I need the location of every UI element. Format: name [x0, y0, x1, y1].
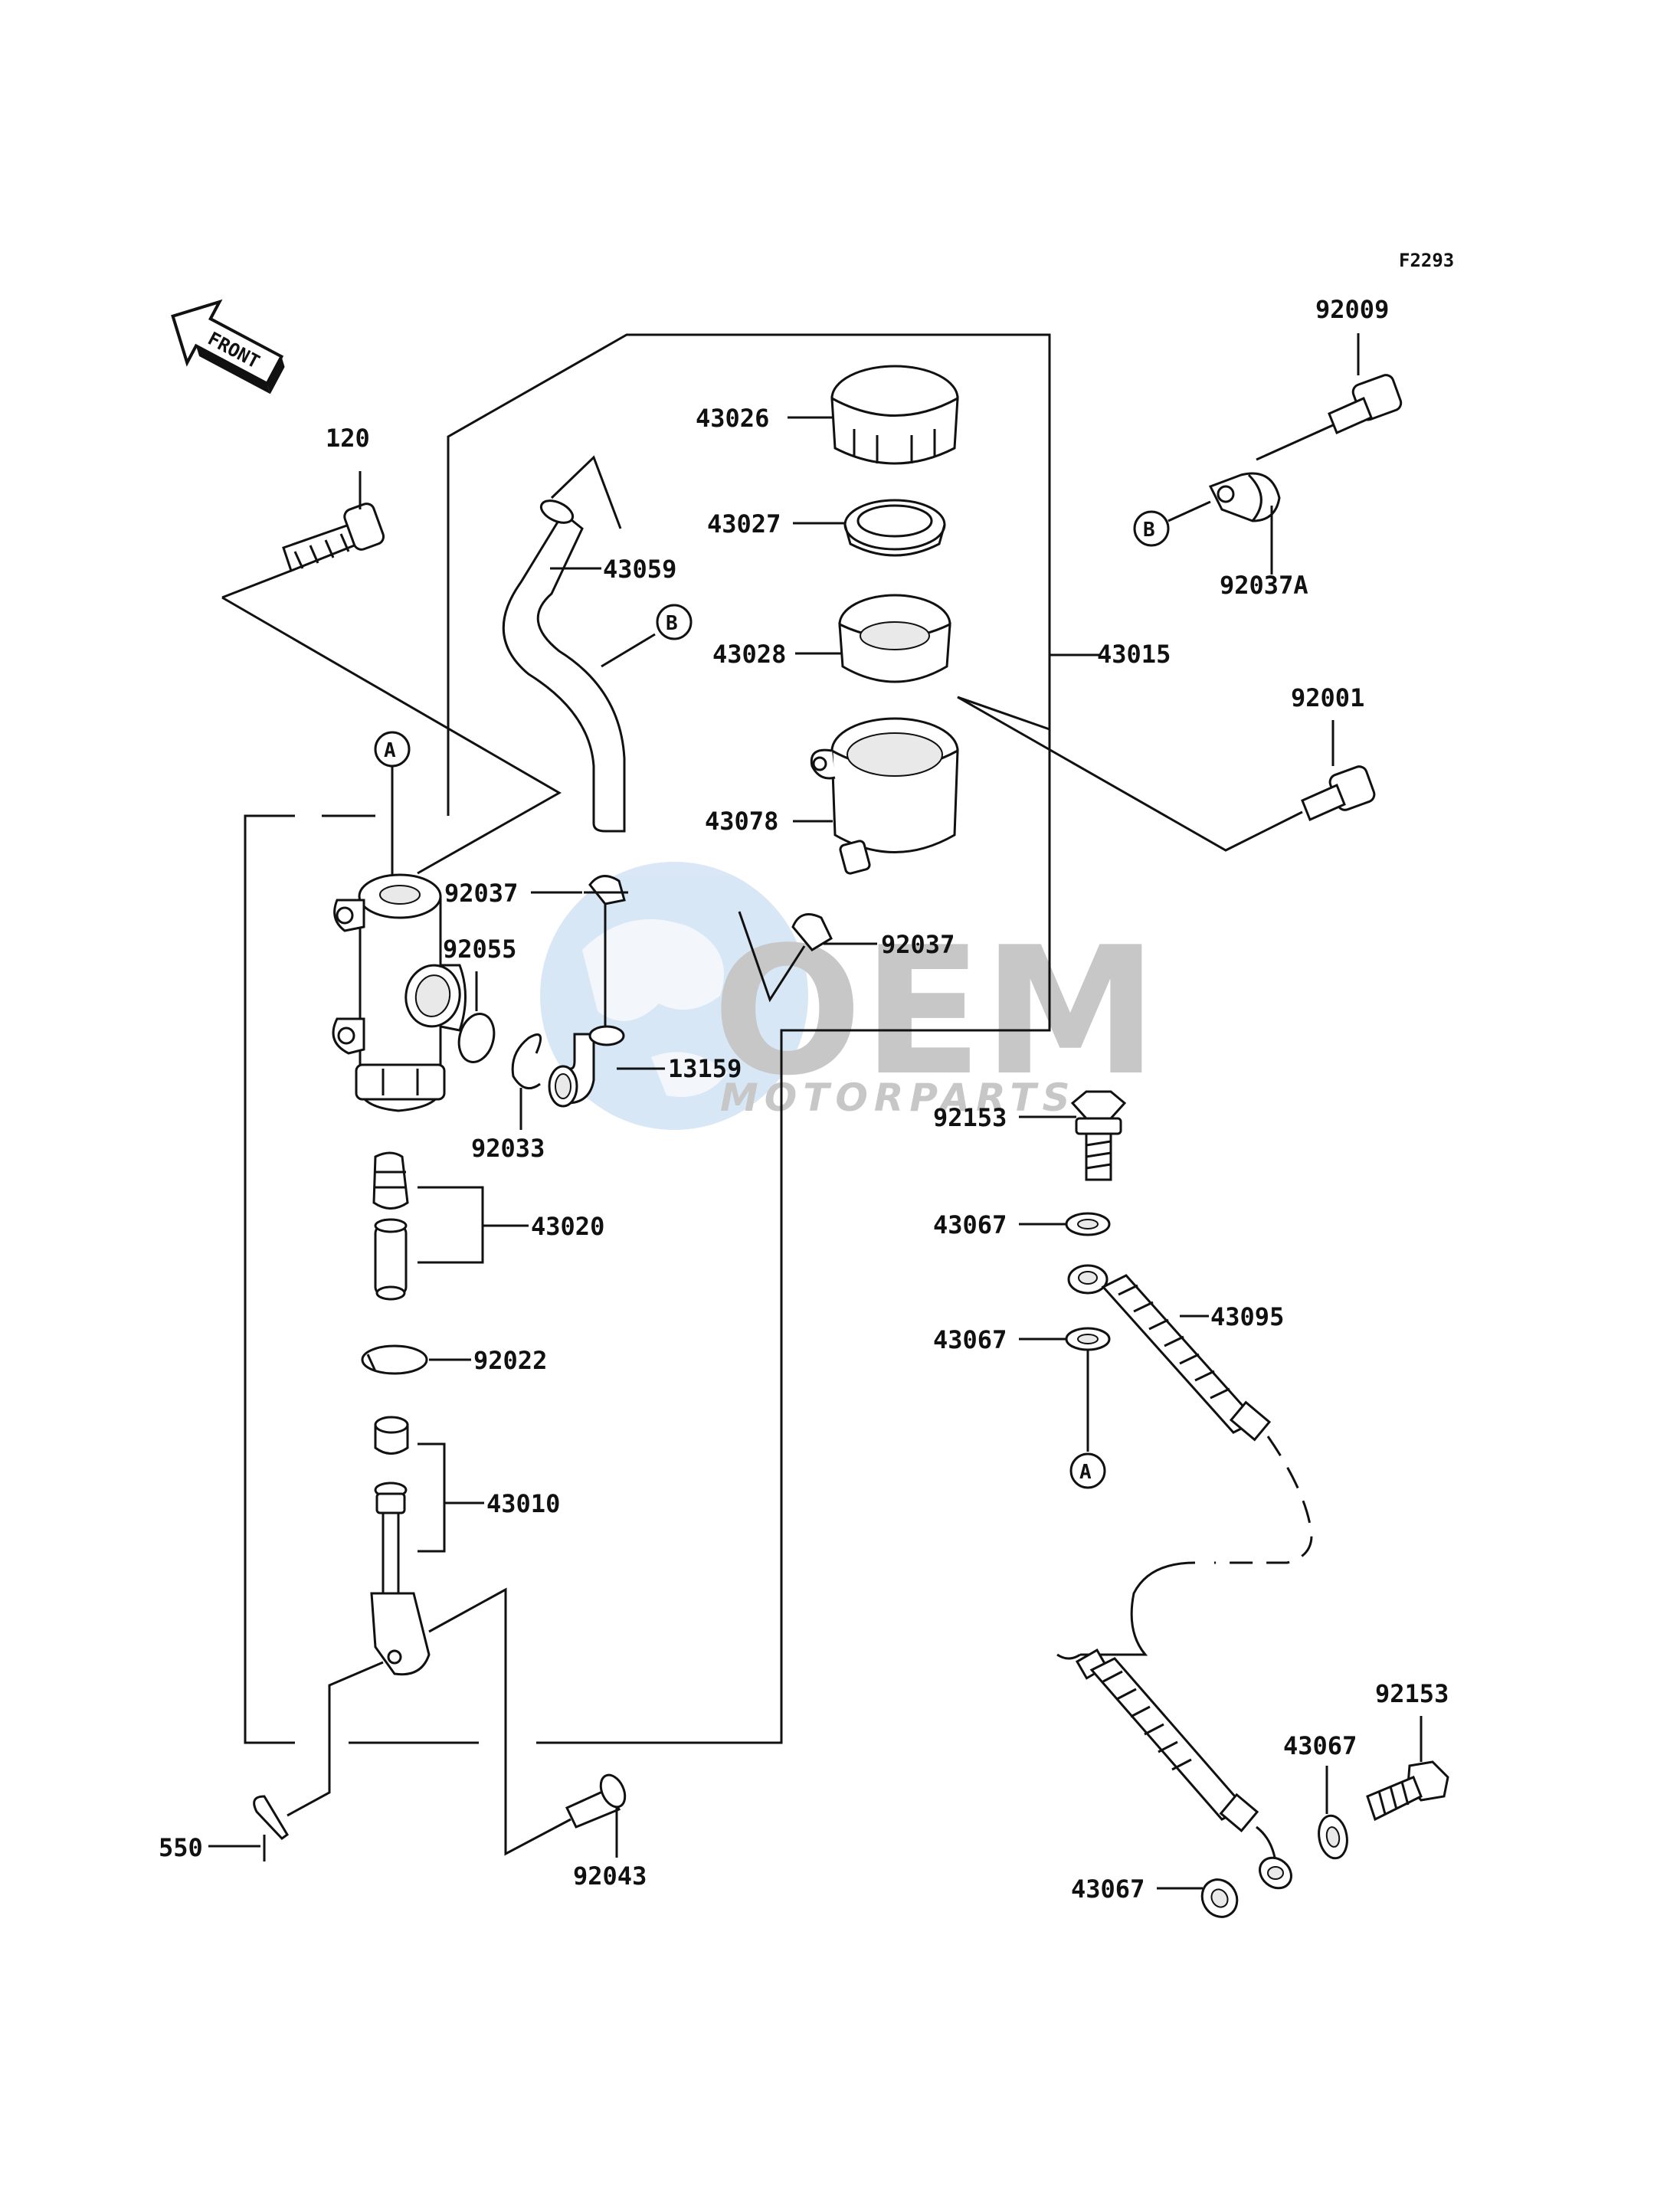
- circlip-92022: [361, 1344, 471, 1375]
- svg-text:B: B: [1143, 519, 1155, 542]
- label-43067-c: 43067: [1283, 1731, 1357, 1760]
- globe-icon: [540, 862, 808, 1130]
- label-43059: 43059: [603, 555, 676, 584]
- washer-43067-c: [1318, 1766, 1348, 1860]
- bolt-92009: [1256, 333, 1403, 461]
- label-43028: 43028: [712, 640, 786, 669]
- label-92055: 92055: [443, 935, 516, 964]
- ref-a-upper: A: [374, 731, 411, 768]
- svg-text:A: A: [1079, 1461, 1092, 1484]
- label-92153-top: 92153: [933, 1103, 1007, 1132]
- label-92037-right: 92037: [881, 930, 955, 959]
- master-cylinder-body: [332, 873, 467, 1112]
- watermark-brand: OEM: [712, 910, 1158, 1115]
- circlip-92033: [511, 1033, 542, 1130]
- clamp-92037-right: [738, 911, 877, 1003]
- label-92153-bottom: 92153: [1375, 1679, 1449, 1708]
- label-43027: 43027: [707, 509, 781, 539]
- label-92001: 92001: [1291, 683, 1364, 712]
- label-92037a: 92037A: [1220, 571, 1308, 600]
- brake-hose-lower: [1056, 1649, 1292, 1890]
- clamp-92037-left: [531, 875, 628, 1026]
- label-92043: 92043: [573, 1861, 647, 1891]
- bolt-120: [221, 471, 562, 875]
- clamp-92037a: [1167, 472, 1281, 575]
- label-43095: 43095: [1210, 1302, 1284, 1331]
- label-43020: 43020: [531, 1212, 604, 1241]
- ref-a-lower: A: [1069, 1452, 1106, 1489]
- banjo-bolt-92153-bottom: [1366, 1716, 1449, 1822]
- label-550: 550: [159, 1833, 203, 1862]
- front-arrow-icon: FRONT: [171, 299, 285, 395]
- ref-b-right: B: [1133, 510, 1170, 547]
- piston-assy-43020: [372, 1151, 529, 1301]
- label-43015: 43015: [1097, 640, 1171, 669]
- svg-text:A: A: [384, 739, 396, 762]
- svg-text:B: B: [666, 612, 678, 635]
- push-rod-43010: [370, 1416, 484, 1676]
- reservoir-cap-43026: [788, 365, 959, 465]
- watermark: OEM MOTORPARTS: [540, 862, 1158, 1130]
- label-92037-left: 92037: [444, 879, 518, 908]
- brake-hose-43095: [1067, 1264, 1313, 1656]
- figure-code: F2293: [1399, 250, 1454, 271]
- assembly-outline: [244, 333, 1099, 1744]
- diaphragm-43028: [795, 594, 951, 683]
- label-43067-a: 43067: [933, 1210, 1007, 1239]
- label-13159: 13159: [668, 1054, 742, 1083]
- label-43026: 43026: [696, 404, 769, 433]
- plate-43027: [793, 499, 946, 557]
- elbow-fitting-13159: [548, 1025, 665, 1108]
- label-43067-b: 43067: [933, 1325, 1007, 1354]
- label-92022: 92022: [473, 1346, 547, 1375]
- pin-92043: [428, 1587, 627, 1858]
- label-43067-d: 43067: [1071, 1874, 1145, 1904]
- washer-43067-b: [1019, 1327, 1111, 1452]
- hose-43059: [502, 455, 656, 833]
- ref-b-upper: B: [656, 604, 693, 640]
- reservoir-43078: [793, 717, 959, 875]
- washer-43067-a: [1019, 1212, 1111, 1236]
- cotter-pin-550: [208, 1661, 384, 1861]
- label-92033: 92033: [471, 1134, 545, 1163]
- label-43078: 43078: [705, 807, 778, 836]
- banjo-bolt-92153-top: [1019, 1090, 1127, 1181]
- label-92009: 92009: [1315, 295, 1389, 324]
- label-43010: 43010: [486, 1489, 560, 1518]
- o-ring-92055: [457, 971, 496, 1063]
- washer-43067-d: [1157, 1878, 1239, 1918]
- label-120: 120: [326, 424, 370, 453]
- bolt-92001: [957, 696, 1376, 852]
- watermark-subtitle: MOTORPARTS: [720, 1076, 1076, 1120]
